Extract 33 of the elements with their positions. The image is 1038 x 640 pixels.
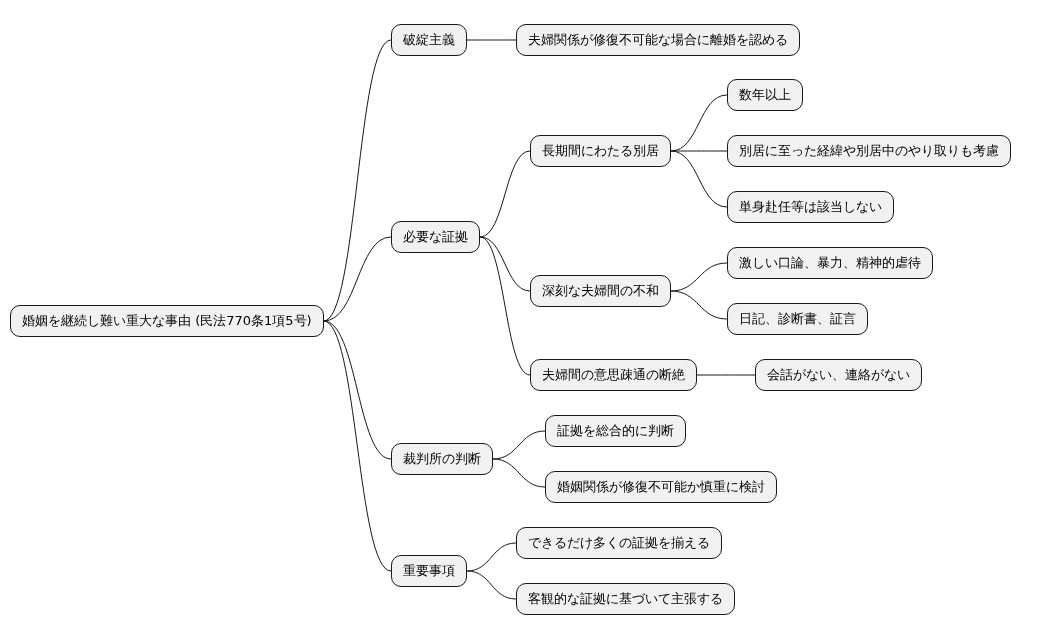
connector-line xyxy=(466,542,517,572)
connector-line xyxy=(323,236,392,322)
topic-box: 長期間にわたる別居 xyxy=(530,135,671,167)
connector-line xyxy=(670,290,728,320)
topic-box: 会話がない、連絡がない xyxy=(755,359,922,391)
connector-line xyxy=(323,320,392,460)
topic-box: 重要事項 xyxy=(391,555,467,587)
connector-line xyxy=(670,150,728,208)
topic-box: 夫婦関係が修復不可能な場合に離婚を認める xyxy=(516,24,800,56)
connector-line xyxy=(466,570,517,600)
connector-line xyxy=(323,39,392,322)
topic-box: 激しい口論、暴力、精神的虐待 xyxy=(727,247,933,279)
topic-box: 日記、診断書、証言 xyxy=(727,303,868,335)
connector-line xyxy=(670,150,728,152)
topic-box: 破綻主義 xyxy=(391,24,467,56)
connector-line xyxy=(466,39,517,41)
root-topic-box: 婚姻を継続し難い重大な事由 (民法770条1項5号) xyxy=(10,305,324,337)
connector-line xyxy=(696,374,756,376)
topic-box: 客観的な証拠に基づいて主張する xyxy=(516,583,735,615)
topic-box: 深刻な夫婦間の不和 xyxy=(530,275,671,307)
topic-box: 数年以上 xyxy=(727,79,803,111)
connector-line xyxy=(479,150,531,238)
topic-box: 婚姻関係が修復不可能か慎重に検討 xyxy=(545,471,777,503)
topic-box: 単身赴任等は該当しない xyxy=(727,191,894,223)
connector-line xyxy=(492,458,546,488)
topic-box: できるだけ多くの証拠を揃える xyxy=(516,527,722,559)
topic-box: 証拠を総合的に判断 xyxy=(545,415,686,447)
topic-box: 夫婦間の意思疎通の断絶 xyxy=(530,359,697,391)
connector-line xyxy=(479,236,531,376)
topic-box: 必要な証拠 xyxy=(391,221,480,253)
connector-line xyxy=(323,320,392,572)
topic-box: 別居に至った経緯や別居中のやり取りも考慮 xyxy=(727,135,1011,167)
topic-box: 裁判所の判断 xyxy=(391,443,493,475)
